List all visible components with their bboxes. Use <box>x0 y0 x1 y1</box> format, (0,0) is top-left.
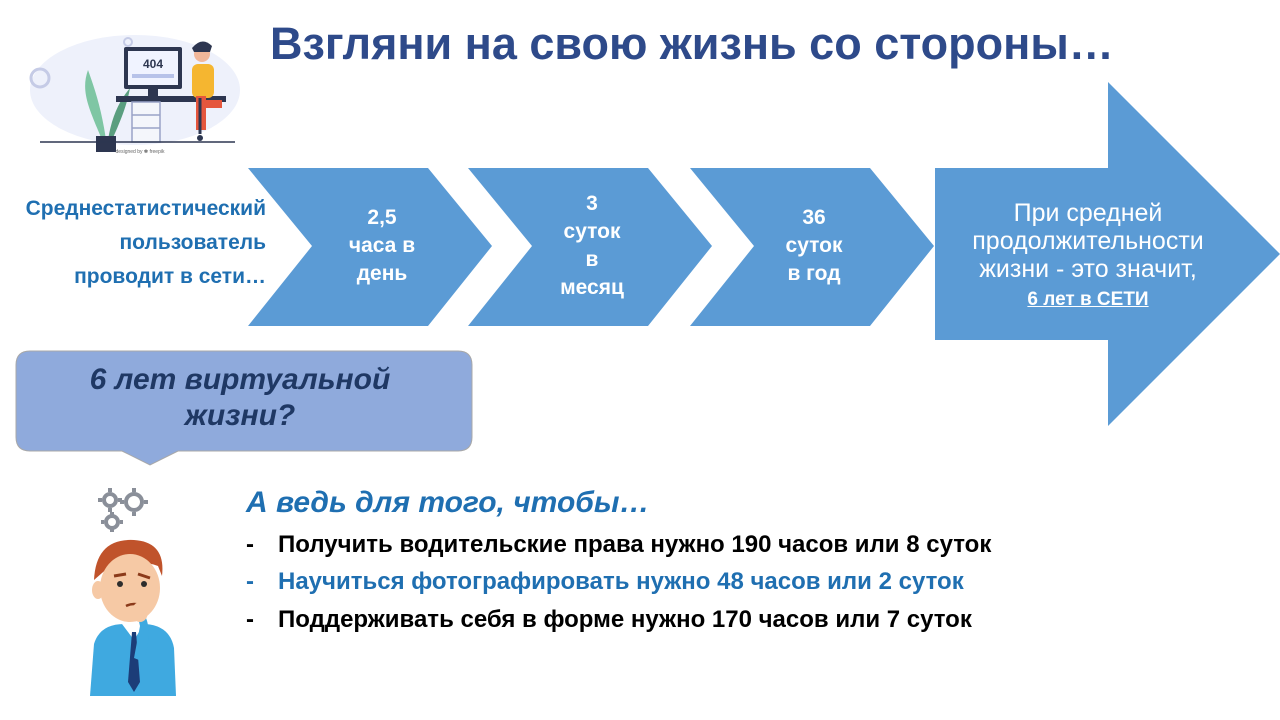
chevron-line: суток <box>785 234 843 257</box>
gears-icon <box>98 488 148 532</box>
chevron-3-text: 36 суток в год <box>754 204 874 288</box>
chevron-3-shape <box>690 168 934 326</box>
callout-line: 6 лет виртуальной <box>89 363 391 396</box>
bullet-dash: - <box>246 606 254 633</box>
page-title: Взгляни на свою жизнь со стороны… <box>270 18 1114 69</box>
bullet-dash: - <box>246 568 254 595</box>
chevron-line: часа в <box>348 234 416 257</box>
chevron-line: 2,5 <box>367 206 397 229</box>
callout-shape <box>15 350 473 466</box>
chevron-1-shape <box>248 168 492 326</box>
intro-text: Среднестатистический пользователь провод… <box>8 192 266 294</box>
chevron-line: в <box>585 248 599 271</box>
thinking-man-illustration <box>90 539 176 696</box>
bullet-item: -Поддерживать себя в форме нужно 170 час… <box>246 606 972 634</box>
intro-line: Среднестатистический <box>25 197 266 220</box>
arrow-line: жизни - это значит, <box>979 255 1197 283</box>
intro-line: проводит в сети… <box>74 265 266 288</box>
arrow-line: При средней <box>1013 199 1163 227</box>
bullet-text: Научиться фотографировать нужно 48 часов… <box>278 568 964 595</box>
big-arrow-text: При средней продолжительности жизни - эт… <box>938 199 1238 314</box>
chevron-2-shape <box>468 168 712 326</box>
chevron-line: 36 <box>802 206 826 229</box>
chevron-line: суток <box>563 220 621 243</box>
bullet-dash: - <box>246 531 254 558</box>
bullet-item: -Научиться фотографировать нужно 48 часо… <box>246 568 964 596</box>
bullet-item: -Получить водительские права нужно 190 ч… <box>246 531 991 559</box>
intro-line: пользователь <box>119 231 266 254</box>
callout-text: 6 лет виртуальной жизни? <box>30 362 450 434</box>
person-at-computer-illustration: 404 designed by ✽ freepik <box>29 35 240 155</box>
callout-line: жизни? <box>184 399 296 432</box>
arrow-line: продолжительности <box>972 227 1204 255</box>
freepik-credit: designed by ✽ freepik <box>116 149 165 155</box>
chevron-1-text: 2,5 часа в день <box>322 204 442 288</box>
chevron-line: 3 <box>586 192 598 215</box>
lead-sentence: А ведь для того, чтобы… <box>246 486 650 519</box>
big-arrow-shape <box>935 82 1280 426</box>
bullet-text: Получить водительские права нужно 190 ча… <box>278 531 992 558</box>
arrow-highlight: 6 лет в СЕТИ <box>1027 289 1149 310</box>
chevron-line: месяц <box>560 276 624 299</box>
bullet-text: Поддерживать себя в форме нужно 170 часо… <box>278 606 972 633</box>
chevron-2-text: 3 суток в месяц <box>532 190 652 302</box>
chevron-line: день <box>356 262 408 285</box>
chevron-line: в год <box>787 262 841 285</box>
error-404-text: 404 <box>143 57 163 71</box>
